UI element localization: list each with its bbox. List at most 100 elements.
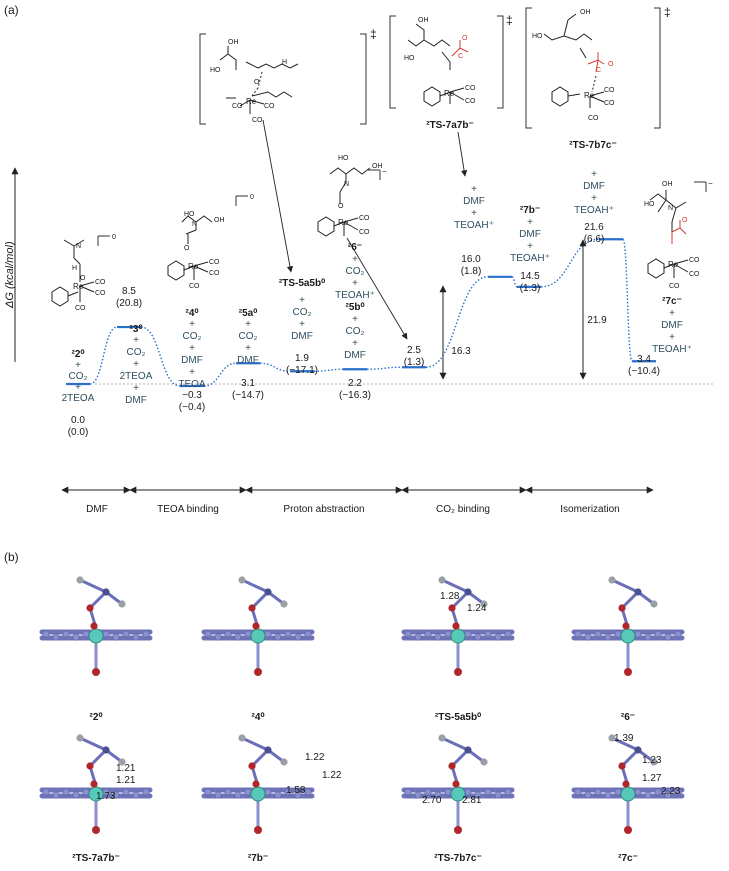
re-label-4: Re — [188, 262, 199, 271]
add-s4-5: TEOA — [178, 379, 206, 390]
ring-atom — [654, 630, 662, 638]
ts7b-o: O — [608, 61, 614, 68]
add-s4-3: DMF — [181, 355, 203, 366]
energy-s5b: 2.2 — [348, 378, 362, 389]
add-s7b-3: TEOAH⁺ — [510, 253, 550, 264]
ring-atom — [122, 630, 130, 638]
add-s4-1: CO₂ — [183, 331, 202, 342]
ligand-atom — [90, 780, 98, 788]
ring-atom — [424, 630, 432, 638]
ring-atom — [434, 791, 442, 799]
upper-ligand — [241, 578, 285, 629]
ligand-atom — [608, 734, 616, 742]
connector-6 — [425, 276, 489, 368]
dist-ts5-2: 1.24 — [467, 603, 487, 614]
dist-c7-3: 1.27 — [642, 773, 662, 784]
co-label-6b: CO — [359, 229, 370, 236]
ring-atom — [654, 788, 662, 796]
molecule-3 — [401, 576, 515, 676]
molecule-6 — [201, 734, 315, 834]
dist-ts7a-1: 1.21 — [116, 763, 136, 774]
ho-label-6: HO — [338, 155, 349, 162]
ligand-atom — [264, 588, 272, 596]
ts7b-re: Re — [584, 91, 595, 100]
ts7a-title: ²TS-7a7b⁻ — [426, 120, 474, 131]
ts5-h: H — [282, 59, 287, 66]
ring-atom — [224, 630, 232, 638]
ts7a-dagger: ‡ — [506, 13, 513, 27]
add-s5a-3: DMF — [237, 355, 259, 366]
connector-lines — [89, 238, 633, 387]
ts7b-co3: CO — [588, 115, 599, 122]
energy-sts7a: 16.0 — [461, 254, 481, 265]
ring-atom — [112, 633, 120, 641]
dist-ts7a-3: 1.73 — [96, 791, 116, 802]
ring-atom — [72, 791, 80, 799]
add-s6-2: + — [352, 278, 358, 289]
n-label-6: N — [344, 181, 349, 188]
ring-atom — [82, 788, 90, 796]
oxygen-atom — [92, 668, 100, 676]
ring-atom — [604, 791, 612, 799]
rhenium-atom — [250, 628, 266, 644]
ligand-atom — [448, 762, 456, 770]
stage-teoa: TEOA binding — [157, 504, 219, 515]
pointer-ts5 — [262, 119, 294, 273]
rhenium-atom — [620, 786, 636, 802]
energy-levels — [66, 238, 656, 388]
charge-7c: − — [708, 179, 713, 188]
rhenium-atom — [620, 628, 636, 644]
secondary-s6: (1.3) — [404, 357, 425, 368]
ring-atom — [204, 788, 212, 796]
ligand-atom — [452, 780, 460, 788]
oxygen-atom — [624, 826, 632, 834]
connector-0 — [89, 326, 118, 385]
ligand-atom — [102, 746, 110, 754]
co-label-4b: CO — [209, 270, 220, 277]
molecule-2 — [201, 576, 315, 676]
oh-label-6: OH — [372, 163, 383, 170]
dist-c7-4: 2.23 — [661, 786, 681, 797]
ligand-atom — [650, 600, 658, 608]
connector-2 — [203, 362, 237, 387]
stage-proton: Proton abstraction — [283, 504, 364, 515]
pointer-s6 — [346, 237, 408, 340]
ring-atom — [62, 788, 70, 796]
ring-atom — [122, 788, 130, 796]
ligand-atom — [76, 734, 84, 742]
label-s7b: ²7b⁻ — [520, 205, 540, 216]
connector-3 — [259, 362, 291, 372]
ring-atom — [82, 630, 90, 638]
ts7a-o: O — [462, 35, 468, 42]
n-label-7c: N — [668, 205, 673, 212]
add-s5b-2: + — [352, 338, 358, 349]
ts7b-c: C — [596, 67, 601, 74]
stage-dmf: DMF — [86, 504, 108, 515]
add-sts7a-3: TEOAH⁺ — [454, 220, 494, 231]
molecule-5 — [39, 734, 153, 834]
add-s7b-0: + — [527, 217, 533, 228]
co-label-1: CO — [95, 279, 106, 286]
ring-atom — [62, 630, 70, 638]
connector-7 — [511, 276, 518, 288]
add-sts7b-3: TEOAH⁺ — [574, 205, 614, 216]
ligand-atom — [464, 588, 472, 596]
ring-atom — [434, 633, 442, 641]
add-s2-2: + — [75, 382, 81, 393]
ts7a-oh: OH — [418, 17, 429, 24]
energy-sts5: 1.9 — [295, 353, 309, 364]
energy-s8: 8.5 — [122, 286, 136, 297]
ring-atom — [142, 788, 150, 796]
molecule-4 — [571, 576, 685, 676]
ligand-atom — [464, 746, 472, 754]
dist-b7-2: 1.22 — [322, 770, 342, 781]
co-label-4c: CO — [189, 283, 200, 290]
o-label: O — [80, 275, 86, 282]
ligand-atom — [452, 622, 460, 630]
upper-ligand — [611, 578, 655, 629]
co-label-7ca: CO — [689, 257, 700, 264]
ring-atom — [234, 633, 242, 641]
ring-atom — [112, 791, 120, 799]
rhenium-atom — [450, 628, 466, 644]
upper-ligand — [241, 736, 285, 787]
